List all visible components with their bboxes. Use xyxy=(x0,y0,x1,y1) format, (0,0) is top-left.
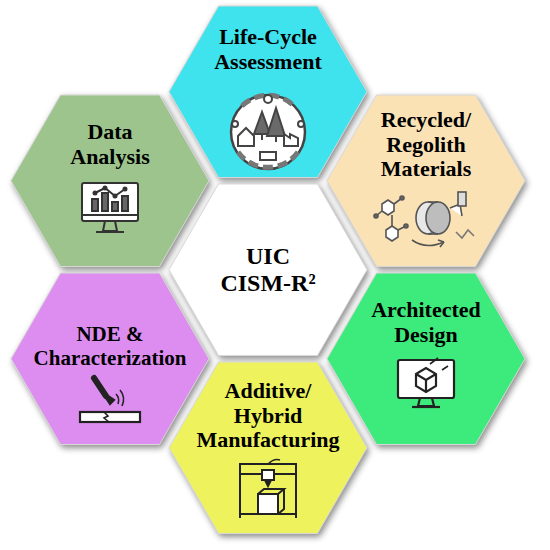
lifecycle-icon xyxy=(231,95,305,169)
hexagon-node: Data Analysis xyxy=(11,95,209,266)
recycled-materials-icon xyxy=(374,192,474,247)
node-label: Additive/ Hybrid Manufacturing xyxy=(197,379,340,453)
hexagon-node: UIC CISM-R² xyxy=(169,184,367,355)
node-label: Life-Cycle Assessment xyxy=(214,25,322,74)
node-label: NDE & Characterization xyxy=(34,323,187,370)
node-label: UIC CISM-R² xyxy=(212,243,324,297)
architected-design-icon xyxy=(398,358,454,407)
node-label: Architected Design xyxy=(371,298,481,347)
nde-probe-icon xyxy=(80,378,140,422)
hexagon-outline xyxy=(327,95,525,266)
hexagon-outline xyxy=(169,362,367,533)
node-label: Recycled/ Regolith Materials xyxy=(381,108,471,182)
hexagon-outline xyxy=(169,184,367,355)
hexagon-outline xyxy=(11,273,209,444)
node-label: Data Analysis xyxy=(70,120,149,169)
hexagon-outline xyxy=(327,273,525,444)
hexagon-outline xyxy=(169,6,367,177)
hexagon-outline xyxy=(11,95,209,266)
data-analysis-icon xyxy=(82,183,138,232)
printer-icon xyxy=(240,460,296,519)
hexagon-node: Recycled/ Regolith Materials xyxy=(327,95,525,266)
